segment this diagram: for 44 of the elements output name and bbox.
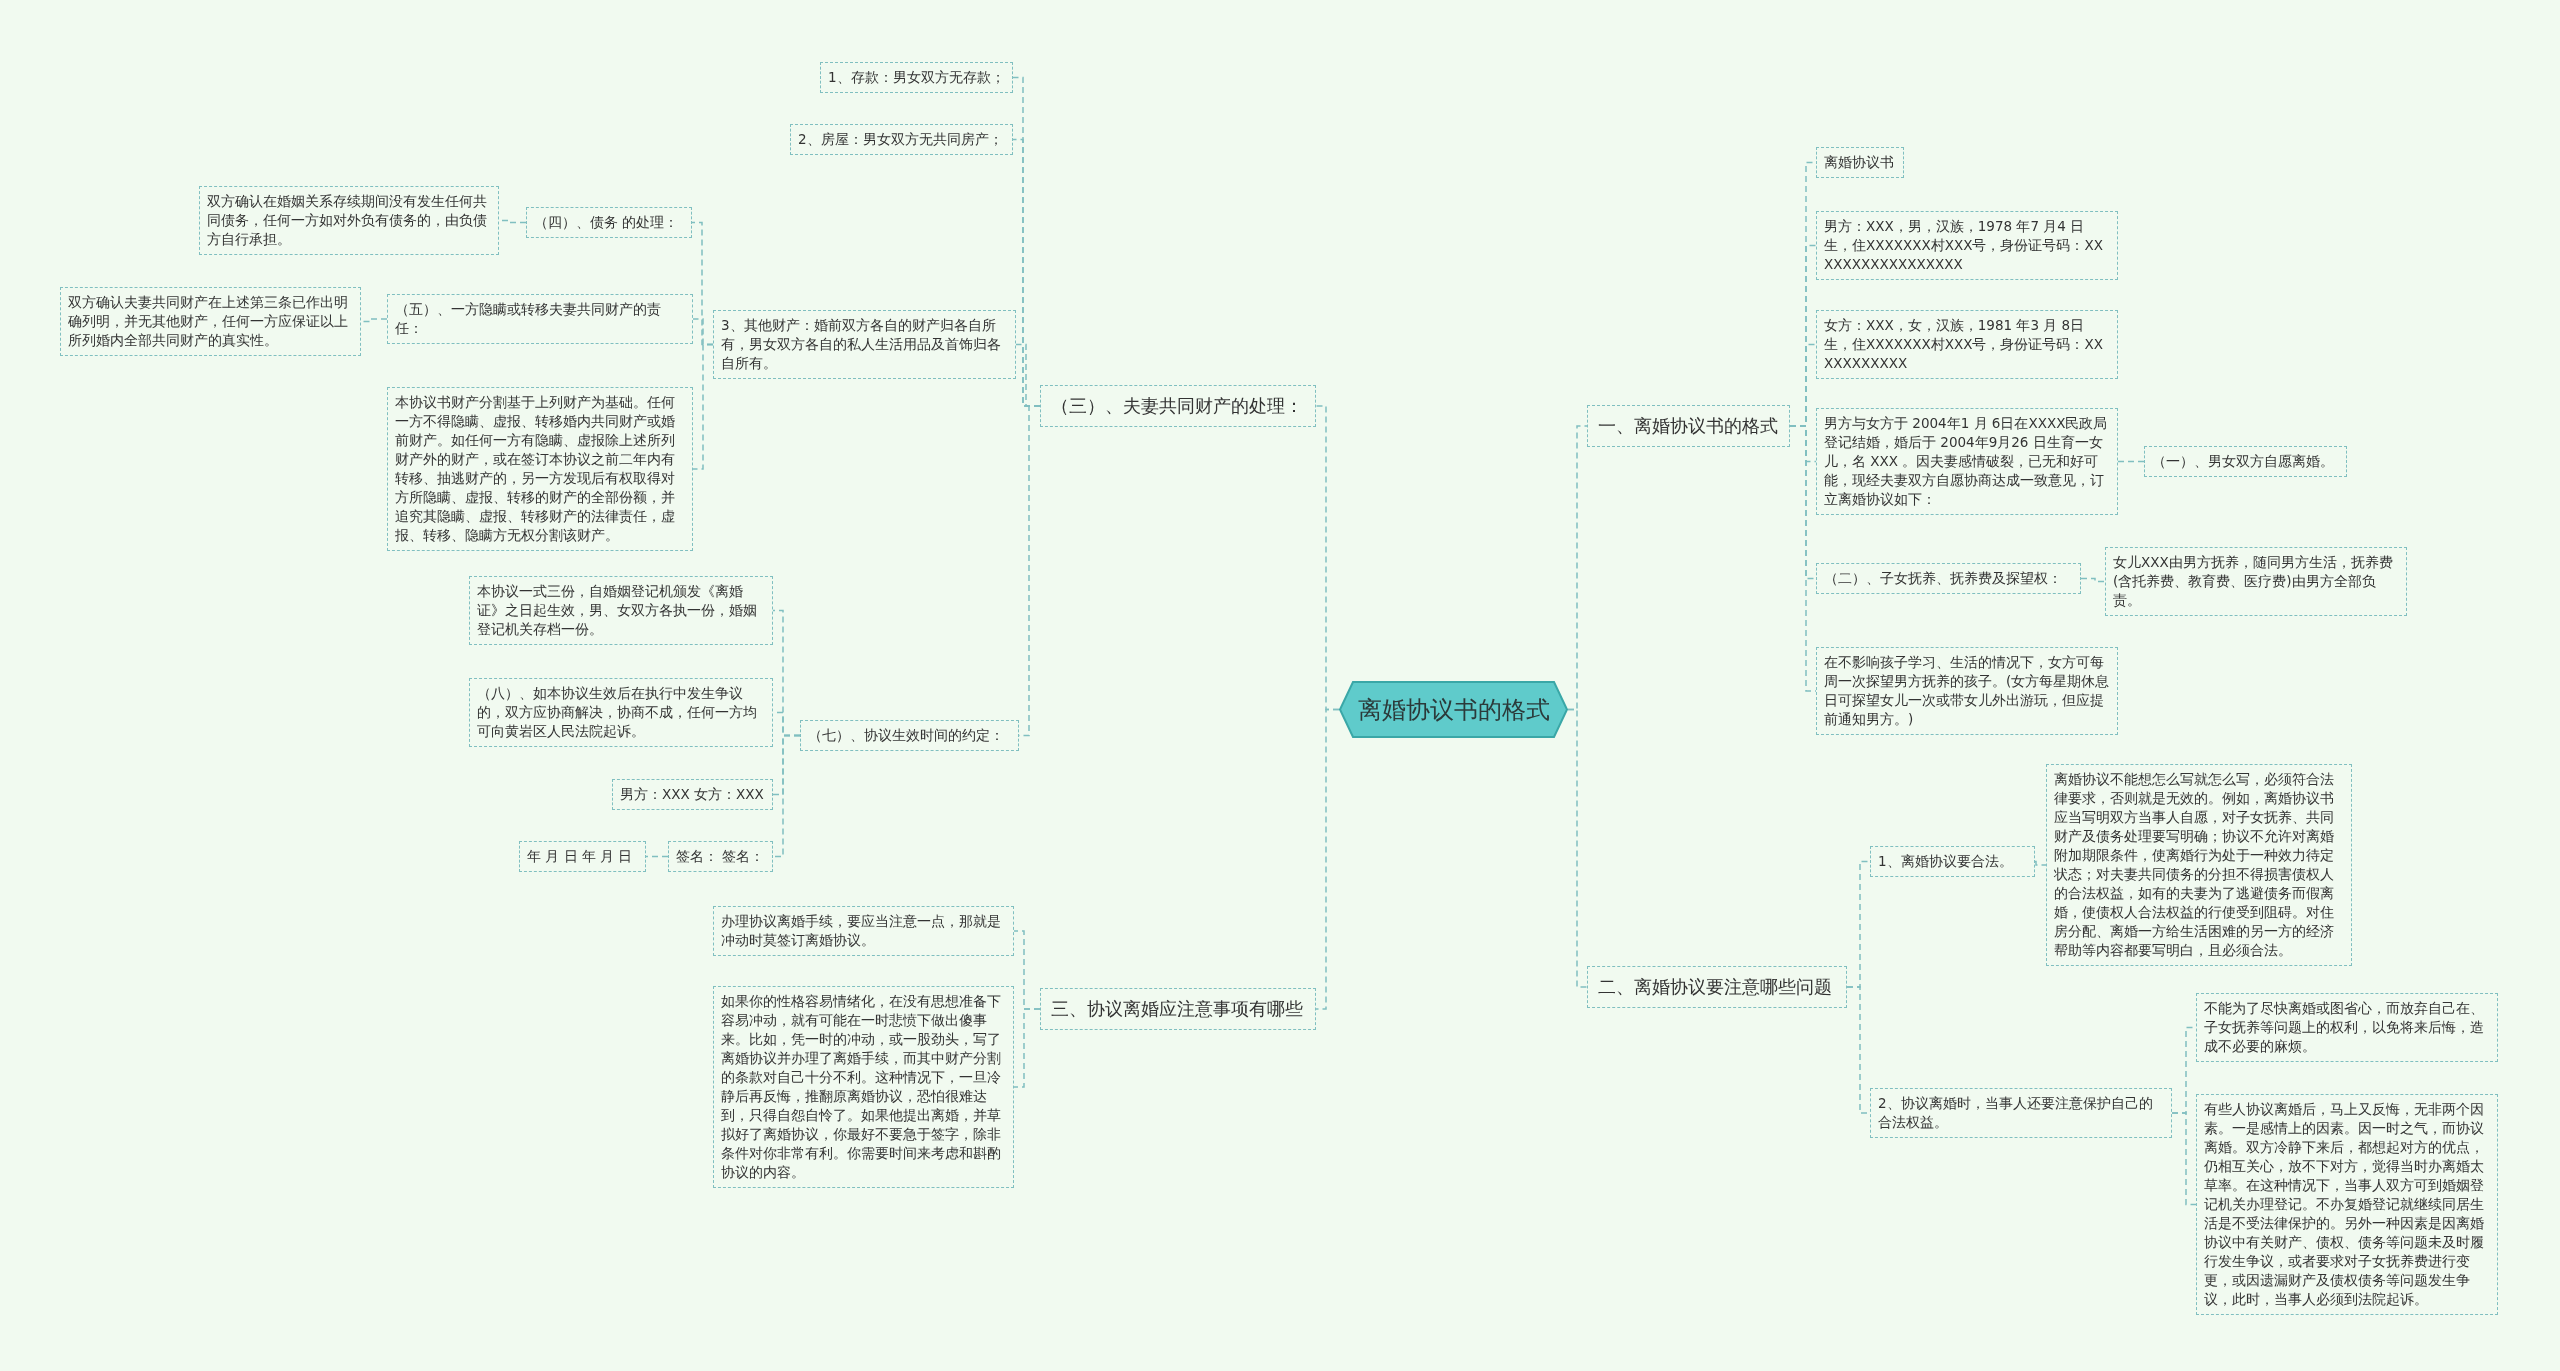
topic-box: 双方确认夫妻共同财产在上述第三条已作出明确列明，并无其他财产，任何一方应保证以上所列婚内全部共同财产的真实性。 <box>60 287 361 356</box>
topic-box: 年 月 日 年 月 日 <box>519 841 646 872</box>
topic-box: 离婚协议书 <box>1816 147 1904 178</box>
branch-topic: 三、协议离婚应注意事项有哪些 <box>1040 988 1316 1030</box>
topic-box: （一）、男女双方自愿离婚。 <box>2144 446 2347 477</box>
topic-box: 女方：XXX，女，汉族，1981 年3 月 8日生，住XXXXXXX村XXX号，身份证号码：XXXXXXXXXXX <box>1816 310 2118 379</box>
connector-line <box>692 343 714 470</box>
topic-box: 如果你的性格容易情绪化，在没有思想准备下容易冲动，就有可能在一时悲愤下做出傻事来。比如，凭一时的冲动，或一股劲头，写了离婚协议并办理了离婚手续，而其中财产分割的条款对自己十分不利。这种情况下，一旦冷静后再反悔，推翻原离婚协议，恐怕很难达到，只得自怨自怜了。如果他提出离婚，并草拟好了离婚协议，你最好不要急于签字，除非条件对你非常有利。你需要时间来考虑和斟酌协议的内容。 <box>713 986 1014 1188</box>
connector-line <box>772 734 801 858</box>
topic-box: （四）、债务 的处理： <box>526 207 692 238</box>
branch-topic: 二、离婚协议要注意哪些问题 <box>1587 966 1847 1008</box>
topic-box: （七）、协议生效时间的约定： <box>800 720 1019 751</box>
connector-line <box>2171 1112 2197 1206</box>
topic-box: （五）、一方隐瞒或转移夫妻共同财产的责任： <box>387 294 693 344</box>
topic-box: 2、房屋：男女双方无共同房产； <box>790 124 1013 155</box>
topic-box: 女儿XXX由男方抚养，随同男方生活，抚养费(含托养费、教育费、医疗费)由男方全部负责。 <box>2105 547 2407 616</box>
connector-line <box>1567 708 1588 988</box>
topic-box: 1、存款：男女双方无存款； <box>820 62 1013 93</box>
topic-box: 办理协议离婚手续，要应当注意一点，那就是冲动时莫签订离婚协议。 <box>713 906 1014 956</box>
topic-box: 男方：XXX，男，汉族，1978 年7 月4 日生，住XXXXXXX村XXX号，身份证号码：XXXXXXXXXXXXXXXXX <box>1816 211 2118 280</box>
topic-box: 双方确认在婚姻关系存续期间没有发生任何共同债务，任何一方如对外负有债务的，由负债方自行承担。 <box>199 186 499 255</box>
topic-box: 男方：XXX 女方：XXX <box>612 779 773 810</box>
topic-box: 有些人协议离婚后，马上又反悔，无非两个因素。一是感情上的因素。因一时之气，而协议离婚。双方冷静下来后，都想起对方的优点，仍相互关心，放不下对方，觉得当时办离婚太草率。在这种情况下，当事人双方可到婚姻登记机关办理登记。不办复婚登记就继续同居生活是不受法律保护的。另外一种因素是因离婚协议中有关财产、债权、债务等问题未及时履行发生争议，或者要求对子女抚养费进行变更，或因遗漏财产及债权债务等问题发生争议，此时，当事人必须到法院起诉。 <box>2196 1094 2498 1315</box>
connector-line <box>645 855 669 858</box>
topic-box: 本协议书财产分割基于上列财产为基础。任何一方不得隐瞒、虚报、转移婚内共同财产或婚前财产。如任何一方有隐瞒、虚报除上述所列财产外的财产，或在签订本协议之前二年内有转移、抽逃财产的，另一方发现后有权取得对方所隐瞒、虚报、转移的财产的全部份额，并追究其隐瞒、虚报、转移财产的法律责任，虚报、转移、隐瞒方无权分割该财产。 <box>387 387 693 551</box>
connector-line <box>2080 577 2106 583</box>
connector-line <box>2117 460 2145 463</box>
connector-line <box>1315 708 1340 1010</box>
topic-box: 在不影响孩子学习、生活的情况下，女方可每周一次探望男方抚养的孩子。(女方每星期休息日可探望女儿一次或带女儿外出游玩，但应提前通知男方。) <box>1816 647 2118 735</box>
topic-box: 本协议一式三份，自婚姻登记机颁发《离婚证》之日起生效，男、女双方各执一份，婚姻登记机关存档一份。 <box>469 576 773 645</box>
topic-box: 2、协议离婚时，当事人还要注意保护自己的合法权益。 <box>1870 1088 2172 1138</box>
branch-topic: （三）、夫妻共同财产的处理： <box>1040 385 1316 427</box>
central-topic: 离婚协议书的格式 <box>1357 694 1550 726</box>
topic-box: （八）、如本协议生效后在执行中发生争议的，双方应协商解决，协商不成，任何一方均可向黄岩区人民法院起诉。 <box>469 678 773 747</box>
connector-line <box>1013 1008 1041 1088</box>
topic-box: 3、其他财产：婚前双方各自的财产归各自所有，男女双方各自的私人生活用品及首饰归各自所有。 <box>713 310 1016 379</box>
topic-box: 离婚协议不能想怎么写就怎么写，必须符合法律要求，否则就是无效的。例如，离婚协议书应当写明双方当事人自愿，对子女抚养、共同财产及债务处理要写明确；协议不允许对离婚附加期限条件，使离婚行为处于一种效力待定状态；对夫妻共同债务的分担不得损害债权人的合法权益，如有的夫妻为了逃避债务而假离婚，使债权人合法权益的行使受到阻碍。对住房分配、离婚一方给生活困难的另一方的经济帮助等内容都要写明白，且必须合法。 <box>2046 764 2352 966</box>
topic-box: 1、离婚协议要合法。 <box>1870 846 2035 877</box>
branch-topic: 一、离婚协议书的格式 <box>1587 405 1790 447</box>
topic-box: 签名： 签名： <box>668 841 773 872</box>
topic-box: （二）、子女抚养、抚养费及探望权： <box>1816 563 2081 594</box>
topic-box: 男方与女方于 2004年1 月 6日在XXXX民政局登记结婚，婚后于 2004年9月26 日生育一女儿，名 XXX 。因夫妻感情破裂，已无和好可能，现经夫妻双方自愿协商达成一致意见，订立离婚协议如下： <box>1816 408 2118 515</box>
topic-box: 不能为了尽快离婚或图省心，而放弃自己在、子女抚养等问题上的权利，以免将来后悔，造成不必要的麻烦。 <box>2196 993 2498 1062</box>
connector-line <box>2034 860 2047 866</box>
